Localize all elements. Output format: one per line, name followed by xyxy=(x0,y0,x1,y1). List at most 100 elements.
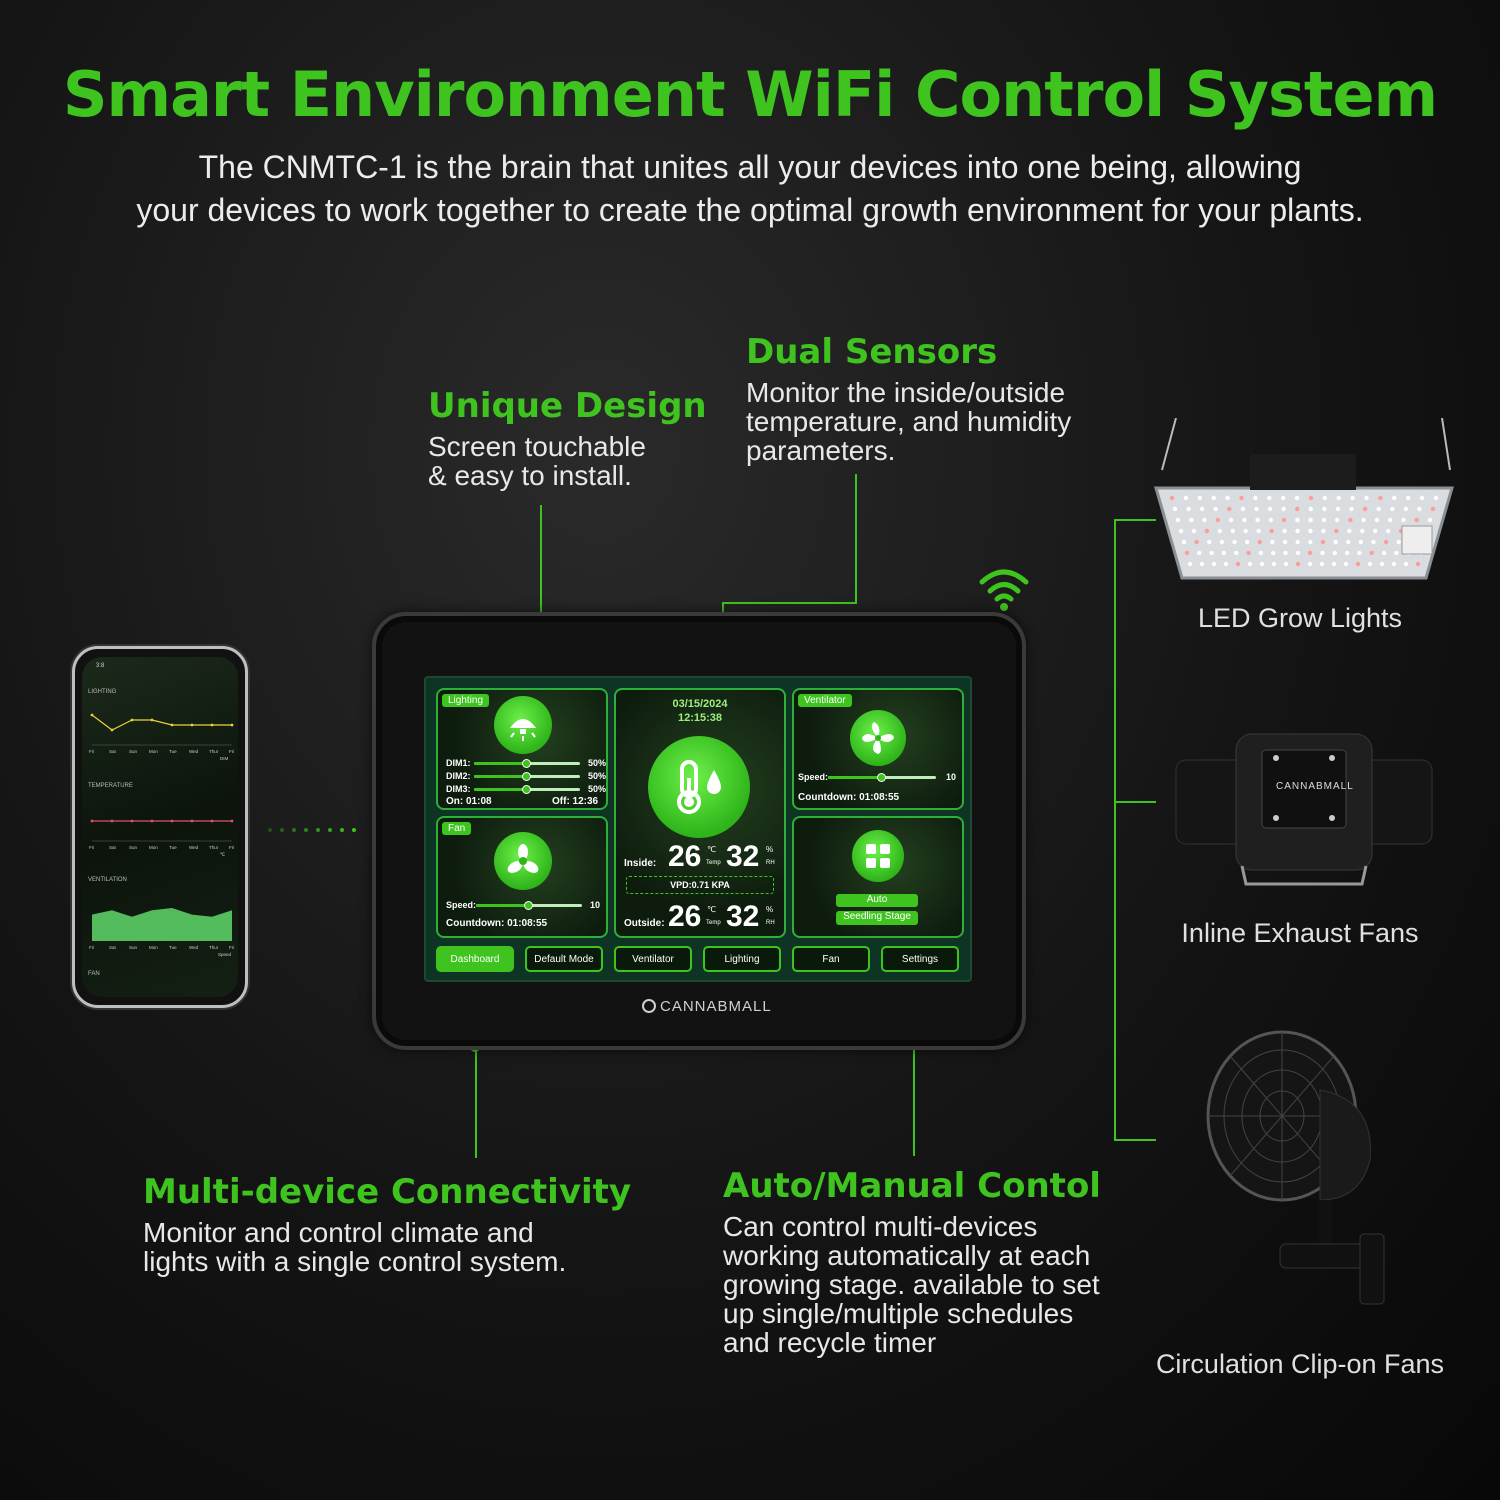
lighting-panel[interactable]: Lighting DIM1: 50% DIM2: 50% DIM3: 50% O… xyxy=(436,688,608,810)
sensor-panel[interactable]: 03/15/2024 12:15:38 Inside: 26 ℃ Temp 32… xyxy=(614,688,786,938)
apps-grid-icon xyxy=(852,830,904,882)
led-dot xyxy=(1225,495,1230,501)
led-dot xyxy=(1390,506,1395,512)
ventilator-tag: Ventilator xyxy=(798,694,852,707)
connector-unique-design xyxy=(540,505,542,683)
fan-button[interactable]: Fan xyxy=(792,946,870,972)
outside-temperature: 26 xyxy=(668,900,702,933)
led-dot xyxy=(1221,550,1227,556)
led-dot xyxy=(1282,539,1288,545)
led-dot xyxy=(1271,561,1277,567)
led-dot xyxy=(1322,495,1328,501)
controller-brand-text: CANNABMALL xyxy=(660,998,772,1015)
led-dot xyxy=(1213,506,1218,512)
led-dot xyxy=(1396,539,1401,545)
phone-chart-point xyxy=(150,819,154,823)
led-dot xyxy=(1362,506,1368,512)
led-dot xyxy=(1211,561,1217,567)
led-dot xyxy=(1371,539,1376,545)
led-dot xyxy=(1308,495,1314,501)
settings-button[interactable]: Settings xyxy=(881,946,959,972)
lighting-tag: Lighting xyxy=(442,694,490,707)
led-dot xyxy=(1383,539,1389,545)
lighting-button[interactable]: Lighting xyxy=(703,946,781,972)
led-dot xyxy=(1307,561,1313,567)
phone-chart-point xyxy=(210,723,214,727)
fan-speed-value: 10 xyxy=(590,900,601,910)
led-dot xyxy=(1334,517,1340,523)
led-dot xyxy=(1388,517,1393,523)
led-dot xyxy=(1270,539,1275,545)
controller-screen[interactable]: Lighting DIM1: 50% DIM2: 50% DIM3: 50% O… xyxy=(424,676,972,982)
ventilator-button[interactable]: Ventilator xyxy=(614,946,692,972)
led-dot xyxy=(1381,550,1387,556)
led-dot xyxy=(1417,506,1422,512)
led-dot xyxy=(1295,561,1301,567)
phone-chart-day-label: Wed xyxy=(189,749,199,754)
feature-multi-device-line-1: Monitor and control climate and xyxy=(143,1217,534,1248)
led-dot xyxy=(1234,550,1239,556)
device-bracket-top xyxy=(1114,519,1156,521)
outside-label: Outside: xyxy=(624,918,665,929)
dim1-value: 50% xyxy=(588,758,607,768)
led-dot xyxy=(1321,528,1326,534)
led-dot xyxy=(1256,528,1261,534)
led-dot xyxy=(1335,506,1341,512)
feature-dual-sensors-title: Dual Sensors xyxy=(746,332,998,372)
thermometer-icon xyxy=(648,736,750,838)
led-dot xyxy=(1333,539,1338,545)
led-dot xyxy=(1232,539,1237,545)
default-mode-button[interactable]: Default Mode xyxy=(525,946,603,972)
led-dot xyxy=(1183,495,1189,501)
led-dot xyxy=(1322,506,1327,512)
phone-chart-day-label: Thur xyxy=(209,845,219,850)
dim2-slider[interactable] xyxy=(474,772,580,781)
led-dot xyxy=(1244,539,1250,545)
feature-unique-design-line-1: Screen touchable xyxy=(428,431,646,462)
subheadline-line-1: The CNMTC-1 is the brain that unites all… xyxy=(198,149,1302,185)
inside-temp-unit: ℃ xyxy=(707,845,716,854)
fan-speed-label: Speed: xyxy=(446,900,477,910)
led-dot xyxy=(1360,528,1365,534)
fan-speed-slider[interactable] xyxy=(476,901,582,910)
dim1-slider[interactable] xyxy=(474,759,580,768)
inline-exhaust-fan xyxy=(1175,733,1433,886)
phone-chart-day-label: Sat xyxy=(109,845,117,850)
dim3-slider[interactable] xyxy=(474,785,580,794)
dashboard-button[interactable]: Dashboard xyxy=(436,946,514,972)
led-dot xyxy=(1269,528,1274,534)
led-dot xyxy=(1186,506,1191,512)
led-dot xyxy=(1169,495,1175,501)
auto-mode-chip[interactable]: Auto xyxy=(836,894,918,907)
fan-panel[interactable]: Fan Speed: 10 Countdown: 01:08:55 xyxy=(436,816,608,938)
led-dot xyxy=(1271,550,1276,556)
phone-chart-day-label: Fri xyxy=(89,749,94,754)
led-dot xyxy=(1268,517,1274,523)
led-dot xyxy=(1283,561,1289,567)
led-dot xyxy=(1295,506,1300,512)
led-dot xyxy=(1175,517,1181,523)
led-dot xyxy=(1320,539,1326,545)
inside-hum-unit: % xyxy=(766,845,774,854)
mode-panel[interactable]: Auto Seedling Stage xyxy=(792,816,964,938)
led-dot xyxy=(1361,517,1366,523)
controller-brand: CANNABMALL xyxy=(642,998,772,1015)
phone-ventilation-area xyxy=(92,908,232,941)
ventilator-speed-slider[interactable] xyxy=(828,773,936,782)
phone-section-ventilation: VENTILATION xyxy=(88,877,127,883)
feature-auto-manual-line-3: growing stage. available to set xyxy=(723,1269,1100,1300)
led-dot xyxy=(1406,495,1411,501)
ventilator-panel[interactable]: Ventilator Speed: 10 Countdown: 01:08:55 xyxy=(792,688,964,810)
led-dot xyxy=(1308,539,1313,545)
phone-chart-point xyxy=(90,819,94,823)
led-dot xyxy=(1374,517,1380,523)
led-dot xyxy=(1267,495,1272,501)
stage-chip[interactable]: Seedling Stage xyxy=(836,911,918,925)
phone-chart-day-label: Wed xyxy=(189,845,199,850)
led-dot xyxy=(1320,550,1325,556)
feature-auto-manual-line-2: working automatically at each xyxy=(723,1240,1091,1271)
inside-humidity: 32 xyxy=(726,840,760,873)
phone-chart-point xyxy=(210,819,214,823)
phone-chart-line xyxy=(91,714,232,731)
